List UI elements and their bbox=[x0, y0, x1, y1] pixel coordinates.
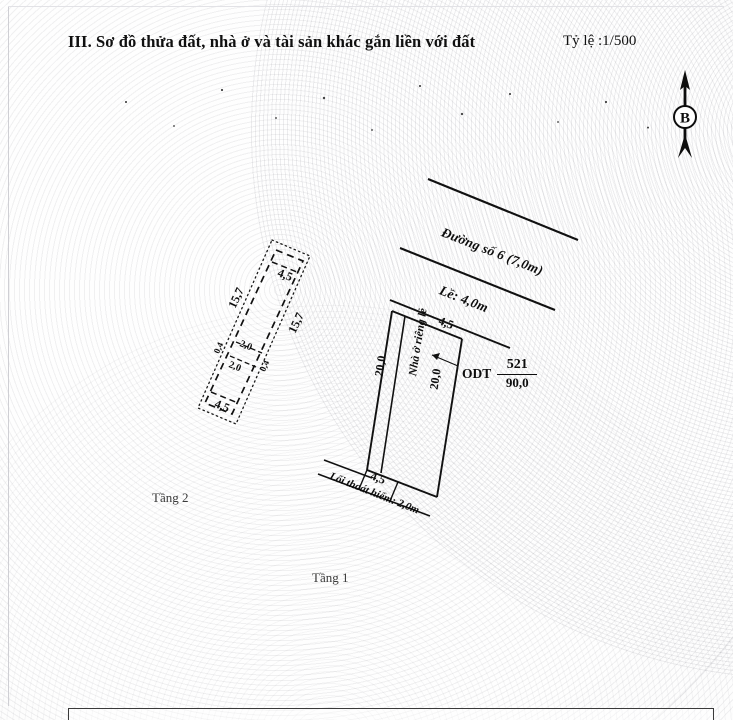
main-parcel-left-edge bbox=[366, 310, 393, 471]
north-arrow-icon: B bbox=[668, 68, 702, 160]
parcel-designation-block: ODT 521 90,0 bbox=[462, 357, 538, 390]
house-footprint-edge bbox=[380, 315, 406, 474]
odt-leader-arrowhead bbox=[432, 353, 440, 360]
floor-one-label: Tầng 1 bbox=[312, 570, 349, 585]
land-use-code: ODT bbox=[462, 365, 492, 381]
compass-letter: B bbox=[680, 111, 690, 127]
floor-two-label: Tầng 2 bbox=[152, 490, 189, 505]
parcel-number: 521 bbox=[506, 357, 528, 372]
parcel-area: 90,0 bbox=[505, 374, 529, 390]
parcel-number-area-fraction: 521 90,0 bbox=[497, 357, 538, 390]
page-title: III. Sơ đồ thửa đất, nhà ở và tài sản kh… bbox=[68, 32, 476, 51]
scale-label: Tỷ lệ :1/500 bbox=[563, 33, 637, 49]
